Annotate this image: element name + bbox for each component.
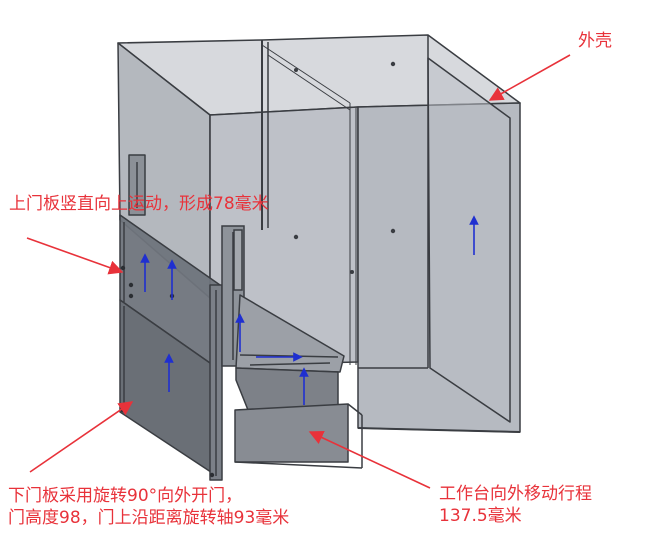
label-worktable: 工作台向外移动行程 137.5毫米 (439, 483, 592, 527)
worktable-block-lower (234, 403, 349, 463)
arrow-upper-door (26, 237, 124, 275)
lower-door-plate (119, 284, 223, 481)
label-worktable-line2: 137.5毫米 (439, 506, 522, 526)
callout-arrows (26, 54, 571, 489)
label-lower-door: 下门板采用旋转90°向外开门， 门高度98，门上沿距离旋转轴93毫米 (8, 485, 289, 529)
worktable-tray (235, 294, 345, 373)
motion-axes (140, 215, 479, 405)
label-worktable-line1: 工作台向外移动行程 (439, 484, 592, 504)
worktable-block-upper (235, 367, 339, 411)
shell-holes (293, 61, 396, 274)
label-lower-door-line1: 下门板采用旋转90°向外开门， (8, 486, 243, 506)
arrow-lower-door (29, 401, 134, 473)
label-shell: 外壳 (578, 31, 612, 51)
arrow-worktable (308, 430, 431, 489)
worktable (234, 294, 363, 469)
arrow-shell (488, 54, 571, 101)
label-upper-door: 上门板竖直向上运动，形成78毫米 (9, 194, 269, 214)
label-lower-door-line2: 门高度98，门上沿距离旋转轴93毫米 (8, 508, 290, 528)
shell-right-inner-panel (427, 57, 511, 423)
